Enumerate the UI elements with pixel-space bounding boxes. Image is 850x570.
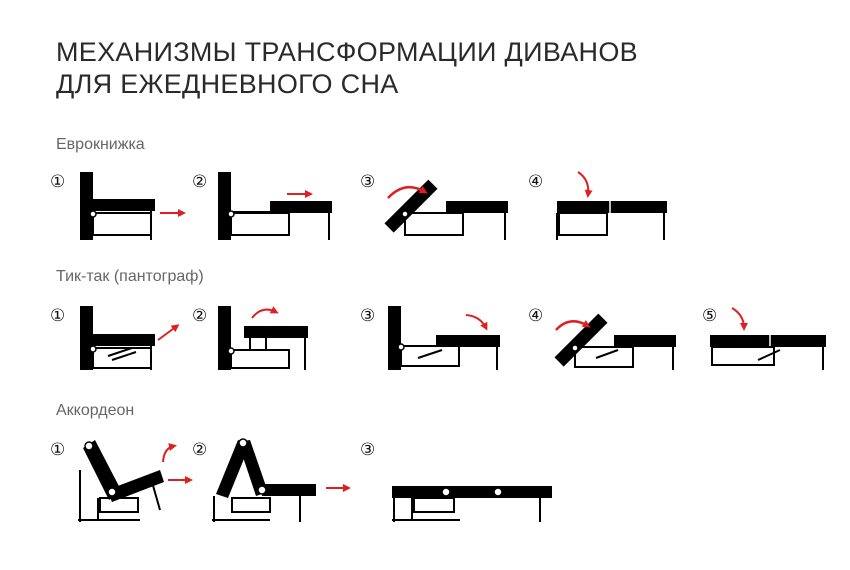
step-number: ④ xyxy=(528,306,544,326)
tick-tock-step-1 xyxy=(80,306,155,370)
tick-tock-step-2 xyxy=(218,306,308,370)
step-number: ① xyxy=(50,440,66,460)
title-line-1: МЕХАНИЗМЫ ТРАНСФОРМАЦИИ ДИВАНОВ xyxy=(56,37,638,67)
accordion-step-3 xyxy=(392,486,552,522)
step-number: ① xyxy=(50,172,66,192)
red-arrow-curved xyxy=(162,443,177,463)
red-arrow-curved xyxy=(577,171,593,198)
red-arrow-curved xyxy=(387,185,428,199)
step-number: ② xyxy=(192,440,208,460)
tick-tock-step-4 xyxy=(554,313,676,370)
eurobook-step-2 xyxy=(218,172,332,240)
page-title: МЕХАНИЗМЫ ТРАНСФОРМАЦИИ ДИВАНОВ ДЛЯ ЕЖЕД… xyxy=(56,36,638,100)
step-number: ③ xyxy=(360,440,376,460)
title-line-2: ДЛЯ ЕЖЕДНЕВНОГО СНА xyxy=(56,69,399,99)
section-label-tick-tock: Тик-так (пантограф) xyxy=(56,268,204,285)
step-number: ② xyxy=(192,172,208,192)
tick-tock-step-5 xyxy=(710,335,826,370)
tick-tock-step-3 xyxy=(388,306,500,370)
step-number: ① xyxy=(50,306,66,326)
red-arrow-curved xyxy=(465,314,488,331)
step-number: ③ xyxy=(360,306,376,326)
eurobook-step-1 xyxy=(80,172,155,240)
step-number: ② xyxy=(192,306,208,326)
section-label-eurobook: Еврокнижка xyxy=(56,136,145,153)
section-label-accordion: Аккордеон xyxy=(56,402,135,419)
step-number: ④ xyxy=(528,172,544,192)
step-number: ③ xyxy=(360,172,376,192)
eurobook-step-4 xyxy=(556,201,667,240)
accordion-step-1 xyxy=(78,440,164,522)
step-number: ⑤ xyxy=(702,306,718,326)
accordion-step-2 xyxy=(212,438,316,522)
red-arrow-curved xyxy=(555,319,591,331)
red-arrow-diagonal xyxy=(157,324,180,341)
red-arrow-curved xyxy=(251,306,279,319)
red-arrow-curved xyxy=(731,307,748,331)
